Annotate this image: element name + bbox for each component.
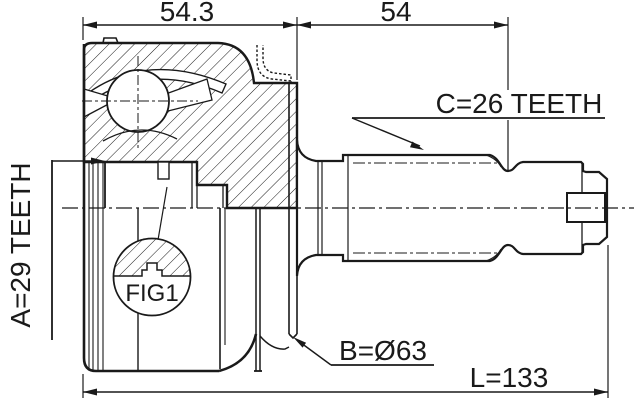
fig1-leader-line (157, 186, 168, 241)
b-diameter-label: B=Ø63 (339, 335, 427, 366)
dim-54-label: 54 (380, 0, 411, 27)
dust-cap-serrated-strip (256, 45, 292, 82)
housing-silhouette (82, 44, 219, 373)
bell-flare-arc (218, 333, 258, 373)
c-teeth-label: C=26 TEETH (436, 88, 603, 119)
dimension-54-3: 54.3 (82, 0, 298, 80)
dim-l133-label: L=133 (470, 362, 549, 393)
dimension-l133: L=133 (82, 245, 609, 398)
dim-54-3-label: 54.3 (160, 0, 215, 27)
arrowhead-left (83, 388, 97, 396)
housing-external-view (82, 44, 298, 373)
spline-runout-top (485, 154, 502, 168)
a-teeth-label: A=29 TEETH (5, 162, 36, 327)
a-teeth-arrowhead (91, 157, 105, 165)
housing-top-notch (102, 37, 119, 44)
label-b-diameter: B=Ø63 (293, 335, 434, 366)
inner-race-arc (102, 129, 178, 142)
fig1-hatch (113, 237, 191, 276)
centerlines (62, 56, 634, 209)
spline-tooth-notch (157, 161, 170, 180)
boot-valley-arc (259, 335, 290, 350)
arrowhead-left (83, 21, 97, 29)
housing-section (82, 37, 299, 210)
b-diameter-arrowhead (293, 337, 307, 348)
arrowhead-right (283, 21, 297, 29)
c-teeth-arrowhead (410, 141, 424, 150)
label-a-teeth: A=29 TEETH (5, 157, 105, 340)
dimension-54: 54 (297, 0, 509, 170)
fig1-tooth-profile (113, 262, 191, 277)
arrowhead-right (594, 388, 608, 396)
c-teeth-leader (351, 117, 421, 147)
detail-circle-fig1: FIG1 (112, 186, 192, 317)
arrowhead-right (494, 21, 508, 29)
spline-runout-bottom (485, 248, 502, 262)
flange-tip (288, 333, 298, 340)
label-c-teeth: C=26 TEETH (351, 88, 605, 150)
fig1-label: FIG1 (125, 280, 178, 307)
arrowhead-left (297, 21, 311, 29)
